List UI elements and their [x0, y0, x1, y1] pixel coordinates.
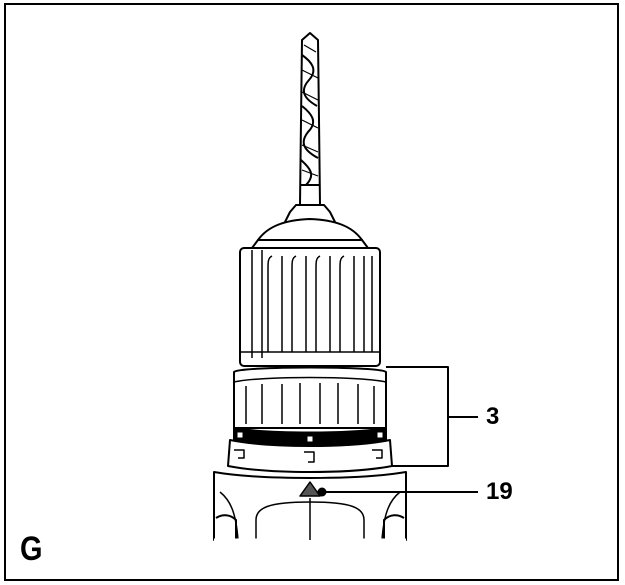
alignment-arrow-icon [299, 481, 321, 540]
callout-3: 3 [486, 403, 500, 430]
figure-label: G [20, 530, 43, 568]
callout-19: 19 [486, 478, 513, 505]
drill-bit-icon [299, 32, 321, 206]
callout-leaders [317, 366, 478, 497]
keyless-chuck-icon [239, 204, 381, 367]
torque-collar-icon [227, 366, 393, 473]
